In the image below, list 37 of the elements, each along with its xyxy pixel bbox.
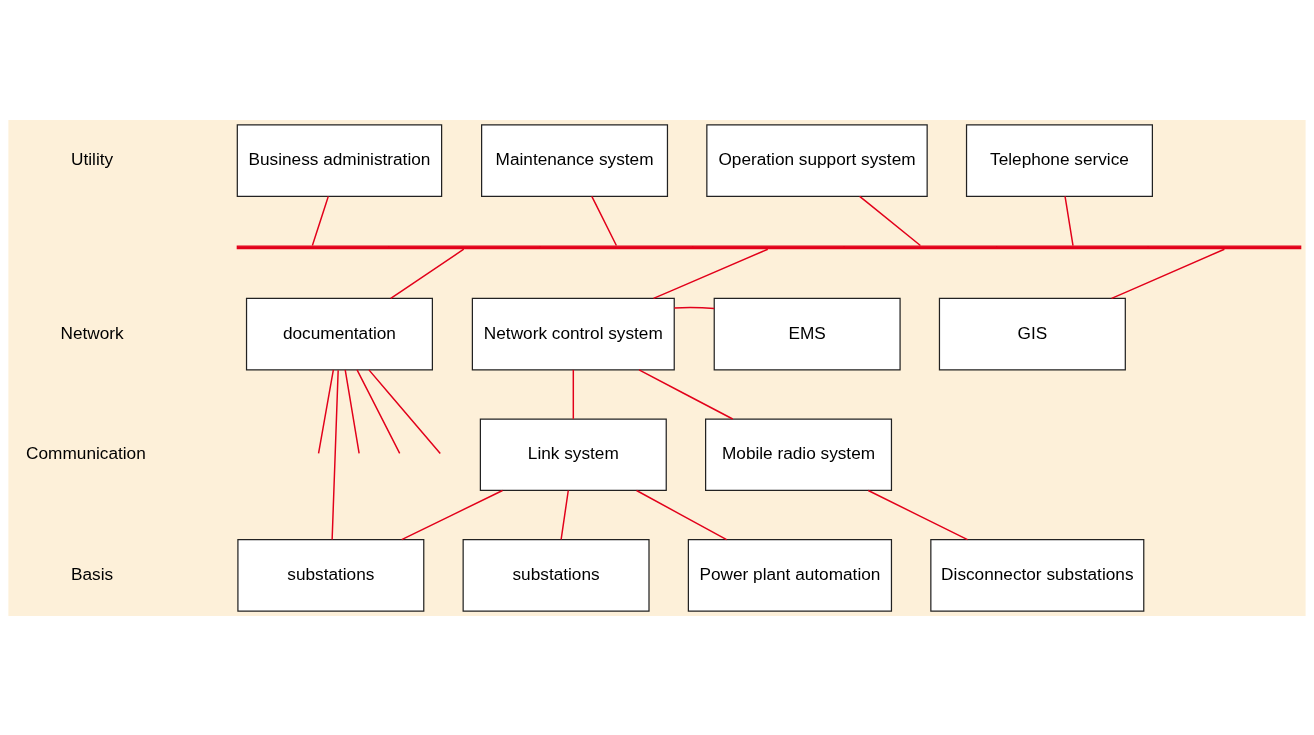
connector [1110,248,1226,299]
connector [867,489,969,540]
node-box: Power plant automation [687,538,893,612]
label: Basis [71,563,114,584]
connector [591,195,618,246]
label: Communication [26,442,146,463]
connector [858,195,922,246]
node-box: Disconnector substations [930,538,1145,612]
label: Network [60,322,124,343]
connector [317,368,335,454]
connector [1064,195,1074,246]
node-box: Mobile radio system [705,417,893,491]
connector [635,489,728,540]
node-box: EMS [713,297,901,370]
connector [331,369,339,540]
connector [673,306,715,309]
node-box: Operation support system [706,123,928,197]
node-box: documentation [245,297,433,370]
connector [652,248,769,299]
connector [638,368,734,420]
node-box: Maintenance system [481,123,669,197]
node-box: substations [237,538,425,612]
connector [344,368,360,454]
node-box: GIS [938,297,1126,370]
node-box: Network control system [471,297,675,370]
node-box: Link system [479,417,667,491]
connector [560,489,569,540]
label: Utility [71,148,114,169]
connector [368,368,441,454]
connector [400,489,504,540]
node-box: Business administration [236,123,443,197]
node-box: Telephone service [965,123,1153,197]
connector [311,195,330,246]
connector [390,248,465,299]
node-box: substations [462,538,650,612]
connector [572,368,575,420]
connector [356,368,401,454]
